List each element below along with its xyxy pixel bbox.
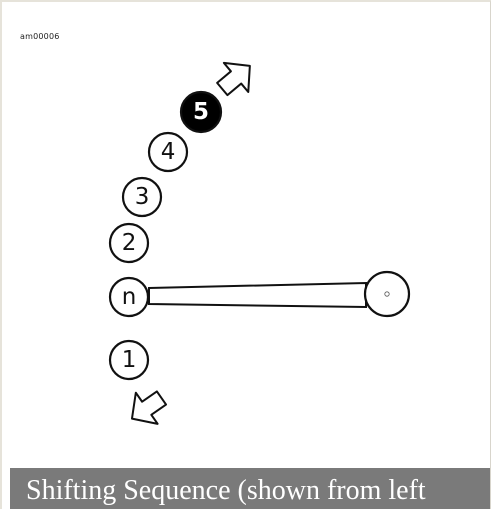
gear-position-1: 1 — [108, 339, 150, 381]
gear-label-1: 1 — [122, 347, 137, 373]
gear-label-5: 5 — [193, 99, 209, 125]
gear-position-5: 5 — [179, 90, 223, 134]
gear-position-4: 4 — [147, 131, 189, 173]
gear-label-3: 3 — [135, 184, 150, 210]
caption: Shifting Sequence (shown from left — [10, 468, 490, 509]
figure-id: am00006 — [20, 32, 60, 41]
gear-label-4: 4 — [161, 139, 176, 165]
gear-position-n: n — [108, 276, 150, 318]
arrow-down-left-icon — [130, 390, 168, 425]
gear-position-2: 2 — [108, 222, 150, 264]
gear-position-3: 3 — [121, 176, 163, 218]
arrow-up-right-icon — [216, 61, 251, 97]
shift-lever — [148, 270, 411, 318]
gear-label-n: n — [122, 284, 137, 310]
gear-label-2: 2 — [122, 230, 137, 256]
